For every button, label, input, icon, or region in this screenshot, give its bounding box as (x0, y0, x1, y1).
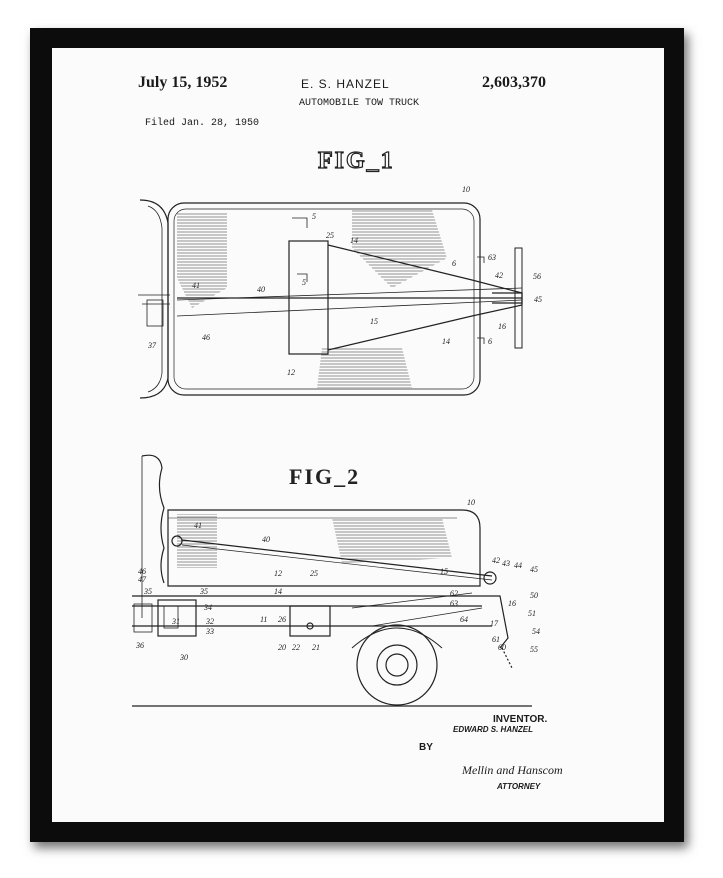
car-rear-outline (139, 199, 169, 399)
ref-numeral: 63 (450, 599, 458, 608)
patent-sheet: July 15, 1952 E. S. HANZEL 2,603,370 AUT… (52, 48, 664, 822)
gear-box (289, 605, 331, 637)
ref-numeral: 43 (502, 559, 510, 568)
ref-numeral: 31 (171, 617, 180, 626)
ref-numeral: 50 (530, 591, 538, 600)
ref-numeral: 14 (350, 236, 358, 245)
ref-numeral: 47 (138, 575, 147, 584)
figure-1-drawing (138, 199, 523, 399)
attorney-label: ATTORNEY (497, 782, 541, 791)
ref-numeral: 41 (192, 281, 200, 290)
wheel (356, 624, 438, 706)
ref-numeral: 41 (194, 521, 202, 530)
ref-numeral: 64 (460, 615, 468, 624)
ref-numeral: 14 (442, 337, 450, 346)
ref-numeral: 30 (179, 653, 188, 662)
ref-numeral: 32 (205, 617, 214, 626)
ref-numeral: 12 (287, 368, 295, 377)
cable-40-side (181, 539, 493, 577)
ref-numeral: 40 (257, 285, 265, 294)
inventor-full-name: EDWARD S. HANZEL (453, 725, 533, 734)
ref-numeral: 10 (462, 185, 470, 194)
ref-numeral: 5 (302, 278, 306, 287)
ref-numeral: 51 (528, 609, 536, 618)
ref-numeral: 26 (278, 615, 286, 624)
ref-numeral: 6 (488, 337, 492, 346)
ref-numeral: 37 (147, 341, 157, 350)
ref-numeral: 12 (274, 569, 282, 578)
ref-numeral: 10 (467, 498, 475, 507)
ref-numeral: 25 (310, 569, 318, 578)
ref-numeral: 40 (262, 535, 270, 544)
ref-numeral: 25 (326, 231, 334, 240)
ref-numeral: 42 (495, 271, 503, 280)
ref-numeral: 55 (530, 645, 538, 654)
ref-numeral: 63 (488, 253, 496, 262)
ref-numeral: 46 (138, 567, 146, 576)
ref-numeral: 15 (440, 567, 448, 576)
attorney-signature: Mellin and Hanscom (462, 763, 563, 777)
patent-date: July 15, 1952 (138, 74, 228, 91)
filed-date: Filed Jan. 28, 1950 (145, 118, 260, 129)
patent-drawings: 10 5 5 25 14 6 63 42 56 45 16 6 14 41 40… (132, 185, 542, 707)
ref-numeral: 34 (203, 603, 212, 612)
figure-2-label: FIG_2 (289, 464, 361, 489)
figure-1-label: FIG_1 (317, 147, 395, 174)
inventor-label: INVENTOR. (493, 714, 548, 725)
ref-numeral: 33 (205, 627, 214, 636)
ref-numeral: 44 (514, 561, 522, 570)
ref-numeral: 54 (532, 627, 540, 636)
ref-numeral: 42 (492, 556, 500, 565)
ref-numeral: 16 (508, 599, 516, 608)
figure-2-reference-numerals: 10 41 40 42 43 44 45 46 47 12 25 15 50 3… (135, 498, 540, 662)
ref-numeral: 36 (135, 641, 144, 650)
inventor-name: E. S. HANZEL (301, 77, 390, 91)
ref-numeral: 45 (530, 565, 538, 574)
ref-numeral: 20 (278, 643, 286, 652)
trailer-side-outline (167, 509, 481, 587)
ref-numeral: 35 (143, 587, 152, 596)
ref-numeral: 60 (498, 643, 506, 652)
ref-numeral: 45 (534, 295, 542, 304)
ref-numeral: 56 (533, 272, 541, 281)
figure-2-drawing (132, 454, 532, 707)
ref-numeral: 46 (202, 333, 210, 342)
winch-box (157, 599, 197, 637)
ref-numeral: 16 (498, 322, 506, 331)
ref-numeral: 62 (450, 589, 458, 598)
car-rear-profile (141, 454, 165, 584)
ref-numeral: 11 (260, 615, 267, 624)
ref-numeral: 5 (312, 212, 316, 221)
ref-numeral: 6 (452, 259, 456, 268)
ref-numeral: 17 (490, 619, 499, 628)
ref-numeral: 14 (274, 587, 282, 596)
ref-numeral: 21 (312, 643, 320, 652)
trailer-body-outline (167, 202, 481, 396)
by-label: BY (419, 742, 433, 753)
ref-numeral: 15 (370, 317, 378, 326)
patent-title: AUTOMOBILE TOW TRUCK (299, 98, 420, 109)
ref-numeral: 61 (492, 635, 500, 644)
ref-numeral: 35 (199, 587, 208, 596)
figure-1-reference-numerals: 10 5 5 25 14 6 63 42 56 45 16 6 14 41 40… (147, 185, 542, 377)
patent-number: 2,603,370 (482, 74, 546, 91)
ref-numeral: 22 (292, 643, 300, 652)
